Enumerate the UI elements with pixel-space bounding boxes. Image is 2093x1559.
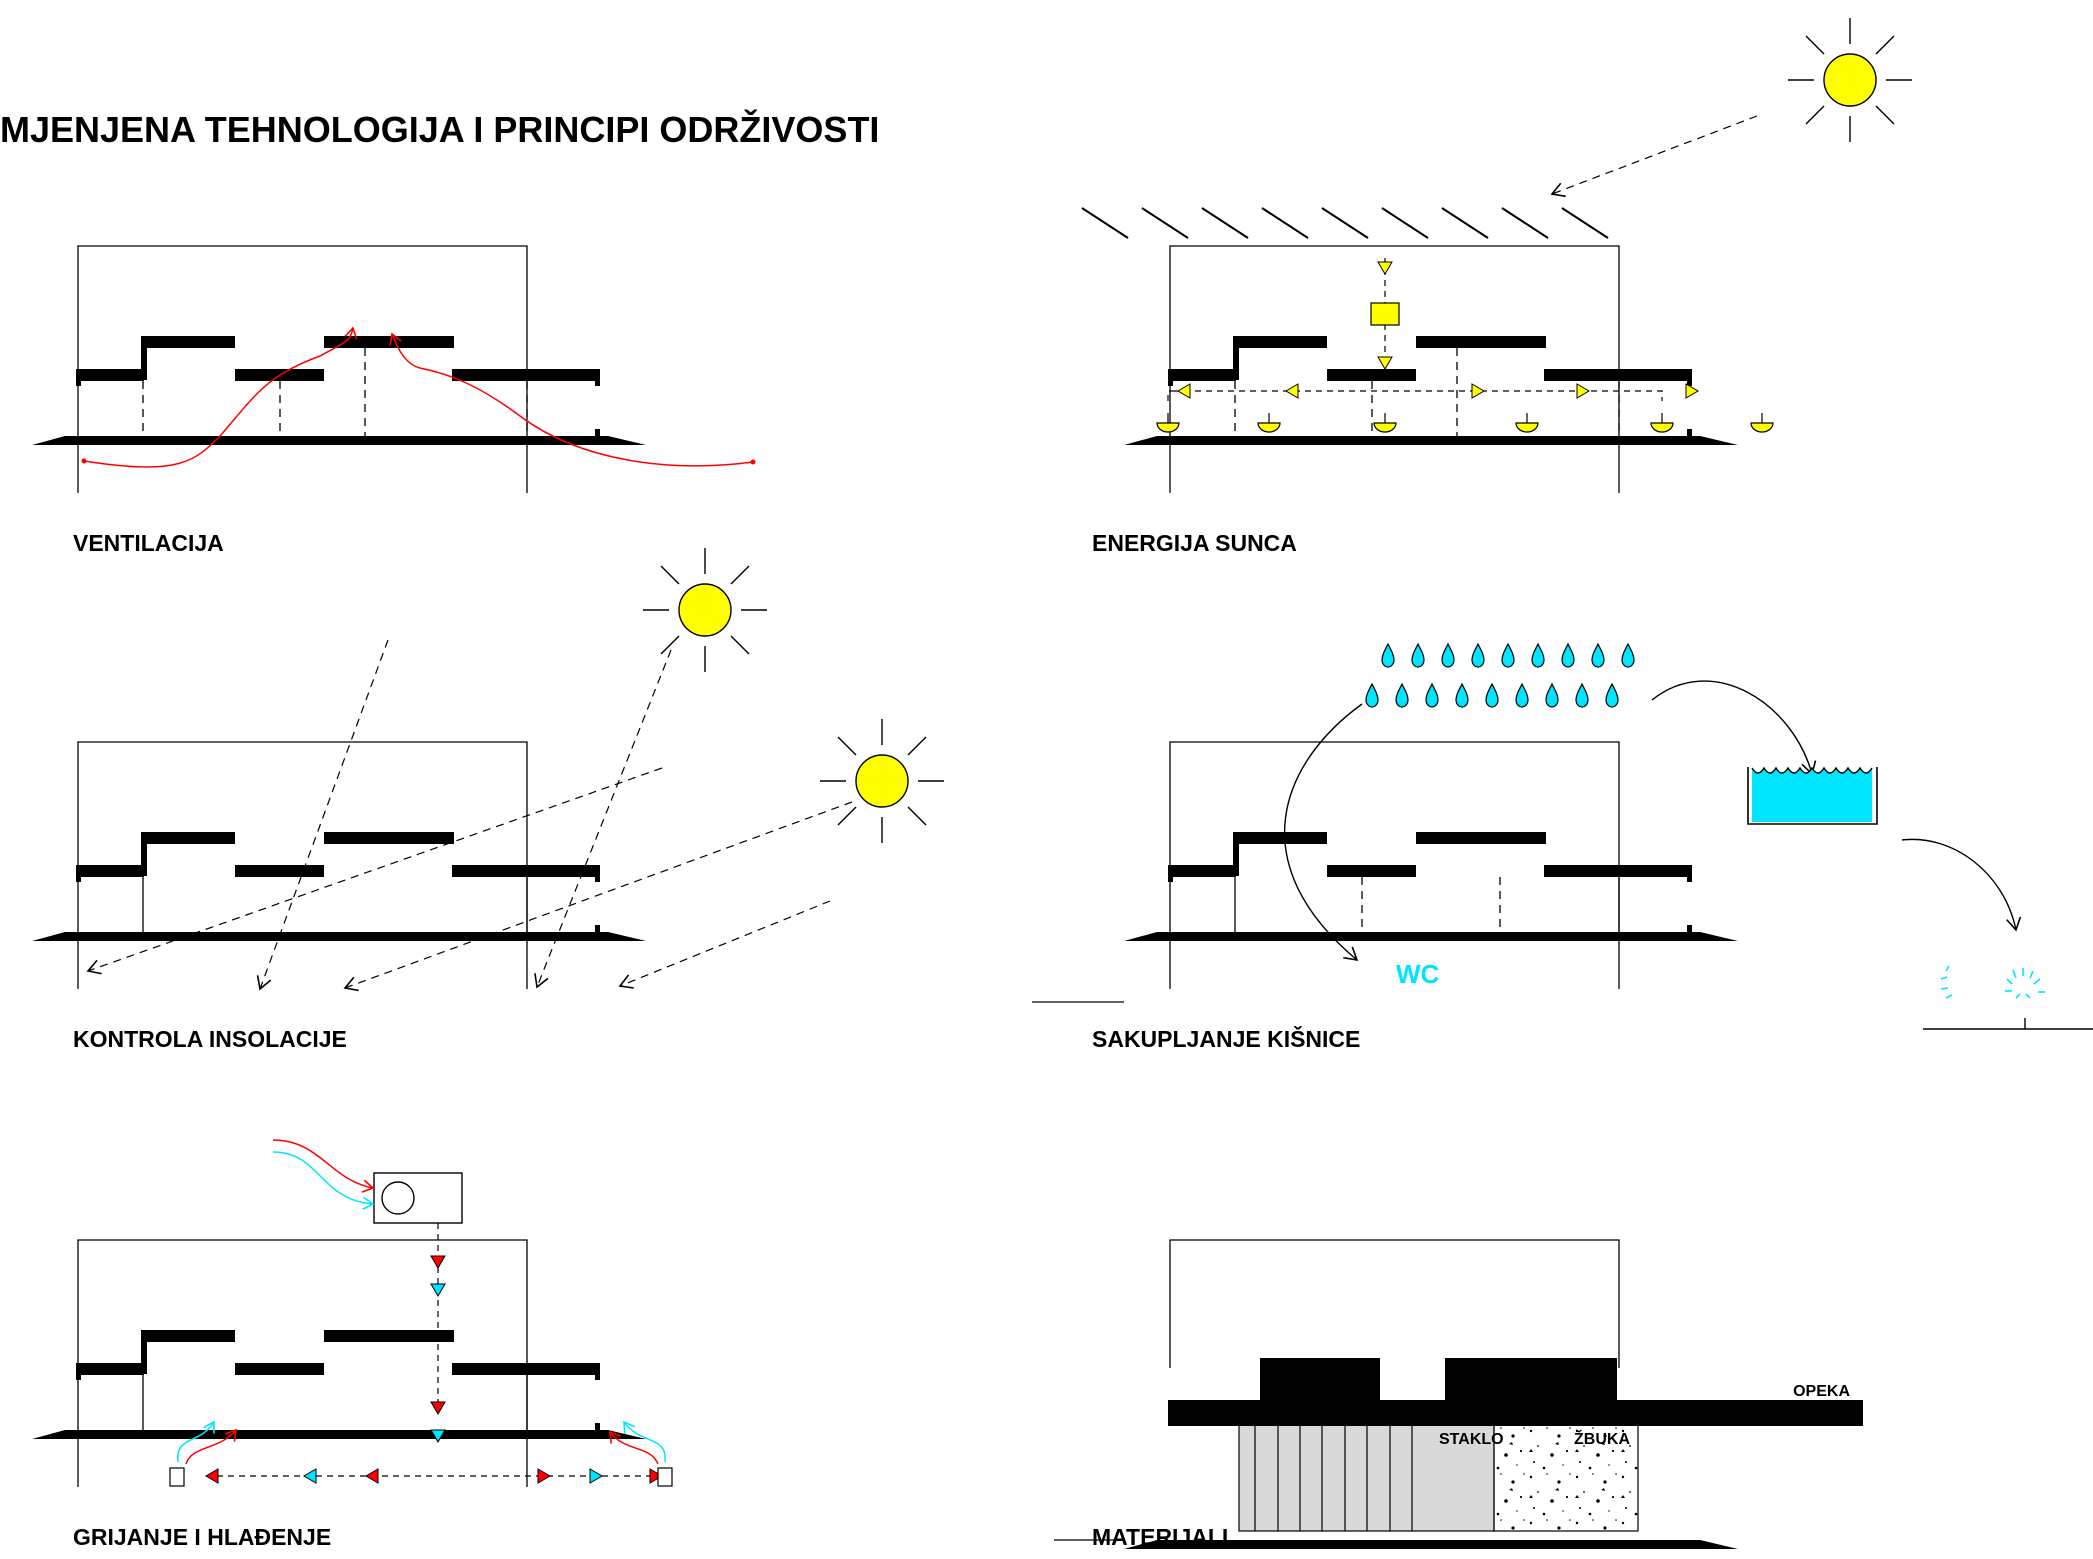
panel-insolation: KONTROLA INSOLACIJE [31,547,945,1052]
flow-arrow [1651,680,1817,776]
building-section [18,245,647,494]
solar-panels [1081,207,1609,239]
brick-label: OPEKA [1793,1383,1850,1400]
solar-distribution [1167,258,1699,401]
panel-heating: GRIJANJE I HLAĐENJE [31,1139,673,1550]
panel-label: MATERIJALI [1092,1524,1228,1550]
panel-materials: OPEKA STAKLO ŽBUKA MATERIJALI [1054,1239,1863,1550]
building-section [31,1239,647,1488]
flow-arrow [1901,838,2022,932]
panel-label: KONTROLA INSOLACIJE [73,1026,347,1052]
plaster-label: ŽBUKA [1574,1429,1630,1448]
flow-arrow [1284,703,1363,962]
air-flow-arrows [81,326,756,468]
wc-label: WC [1396,959,1440,989]
building-section [1123,741,1739,990]
water-tank-icon [1747,766,1878,825]
hvac-unit-icon [373,1172,463,1224]
panel-label: ENERGIJA SUNCA [1092,530,1297,556]
sun-icon [819,718,945,844]
raindrop-icons [1365,643,1635,708]
panel-label: VENTILACIJA [73,530,224,556]
building-section [31,741,647,990]
panel-solar: ENERGIJA SUNCA [1081,17,1913,556]
sprinkler-icon [1923,965,2093,1030]
plaster-wall [1493,1423,1639,1532]
sunlight-ray [1550,115,1758,198]
page-title: MJENJENA TEHNOLOGIJA I PRINCIPI ODRŽIVOS… [0,108,879,150]
inverter-icon [1370,302,1400,326]
panel-ventilation: VENTILACIJA [18,245,756,556]
panel-rainwater: WC SAKUPLJANJE KIŠNICE [1032,643,2093,1052]
sun-icon [642,547,768,673]
sun-icon [1787,17,1913,143]
brick-volume [1168,1358,1863,1426]
glass-label: STAKLO [1439,1431,1504,1448]
sun-rays [86,639,853,992]
light-fixture-icons [1156,412,1774,433]
panel-label: SAKUPLJANJE KIŠNICE [1092,1025,1360,1052]
panel-label: GRIJANJE I HLAĐENJE [73,1524,331,1550]
building-section [1110,245,1739,494]
